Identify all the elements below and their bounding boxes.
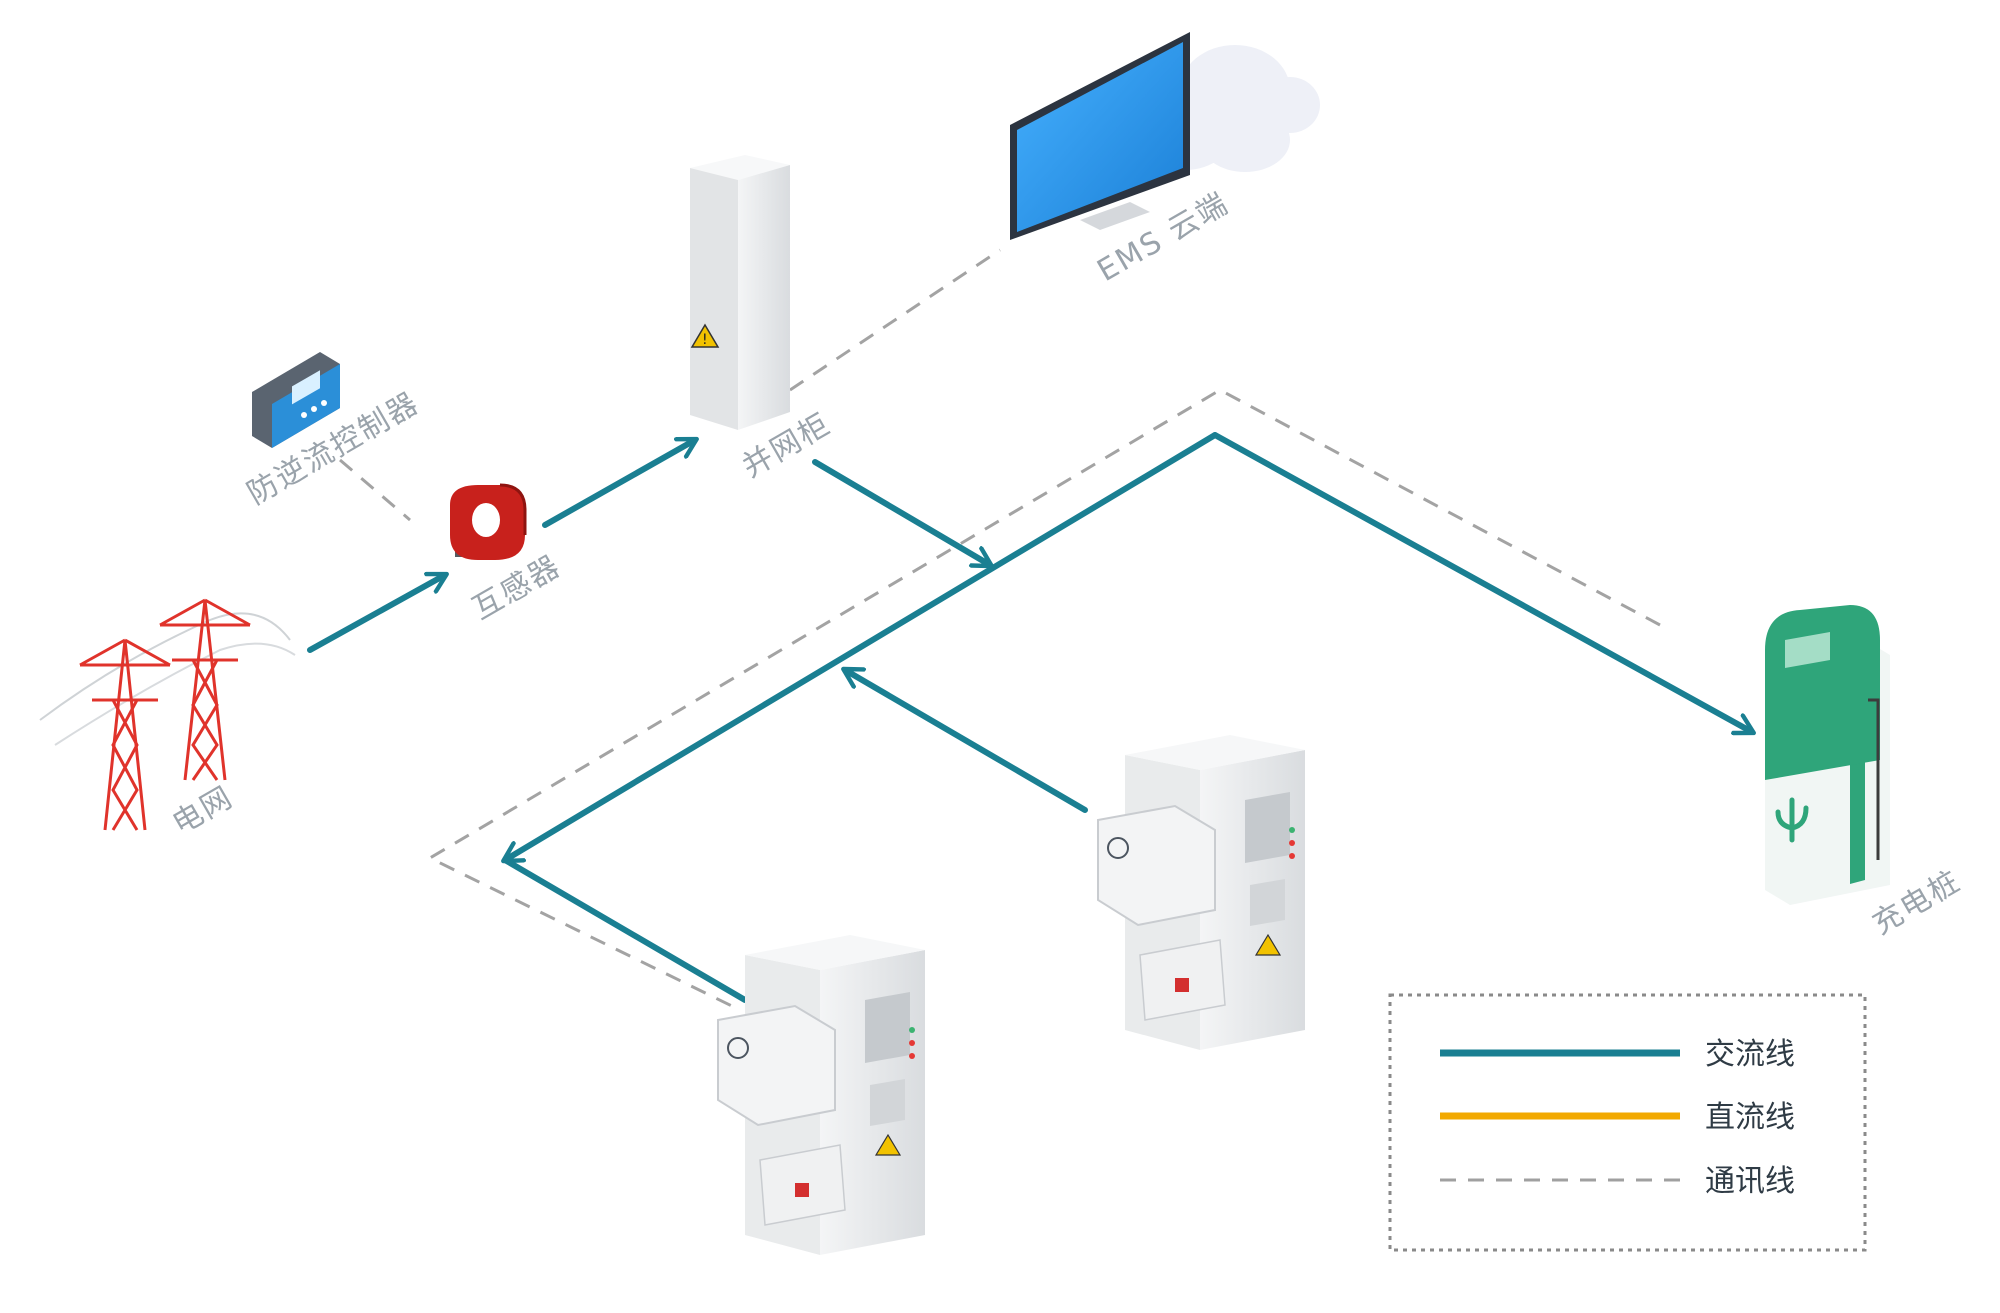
energy-storage-cabinet-2-icon — [1097, 735, 1305, 1050]
charging-pile-icon — [1765, 605, 1890, 905]
legend: 交流线 直流线 通讯线 — [1388, 993, 1867, 1252]
monitor-icon — [1010, 32, 1190, 240]
comm-lines — [339, 248, 1661, 1012]
legend-dc-line-label: 直流线 — [1705, 1100, 1795, 1135]
svg-text:!: ! — [702, 332, 708, 348]
ems-cloud-icon — [1010, 32, 1320, 240]
current-transformer-icon — [450, 483, 527, 560]
energy-storage-cabinet-1-icon — [717, 935, 925, 1255]
legend-ac-line-label: 交流线 — [1705, 1037, 1795, 1072]
anti-backflow-controller-icon — [252, 352, 340, 448]
ac-line-grid-ct — [307, 575, 445, 653]
ac-line-bus-charger — [1212, 432, 1752, 732]
ac-line-storage2-bus — [845, 670, 1088, 813]
label-grid: 电网 — [167, 780, 240, 842]
ac-line-bus — [505, 432, 1218, 860]
ac-line-storage1-bus — [502, 857, 748, 1003]
ac-lines — [307, 432, 1752, 1003]
comm-line-loop — [426, 388, 1661, 1012]
legend-border — [1388, 993, 1867, 1252]
grid-connection-cabinet-icon: ! — [690, 155, 790, 430]
label-current-transformer: 互感器 — [467, 549, 568, 627]
ac-line-cabinet-bus — [812, 459, 990, 565]
ac-line-ct-cabinet — [542, 440, 695, 528]
power-grid-towers-icon — [39, 598, 296, 831]
legend-comm-line-label: 通讯线 — [1705, 1164, 1795, 1199]
comm-line-cabinet-ems — [789, 248, 1001, 392]
comm-line-controller-ct — [339, 458, 411, 522]
